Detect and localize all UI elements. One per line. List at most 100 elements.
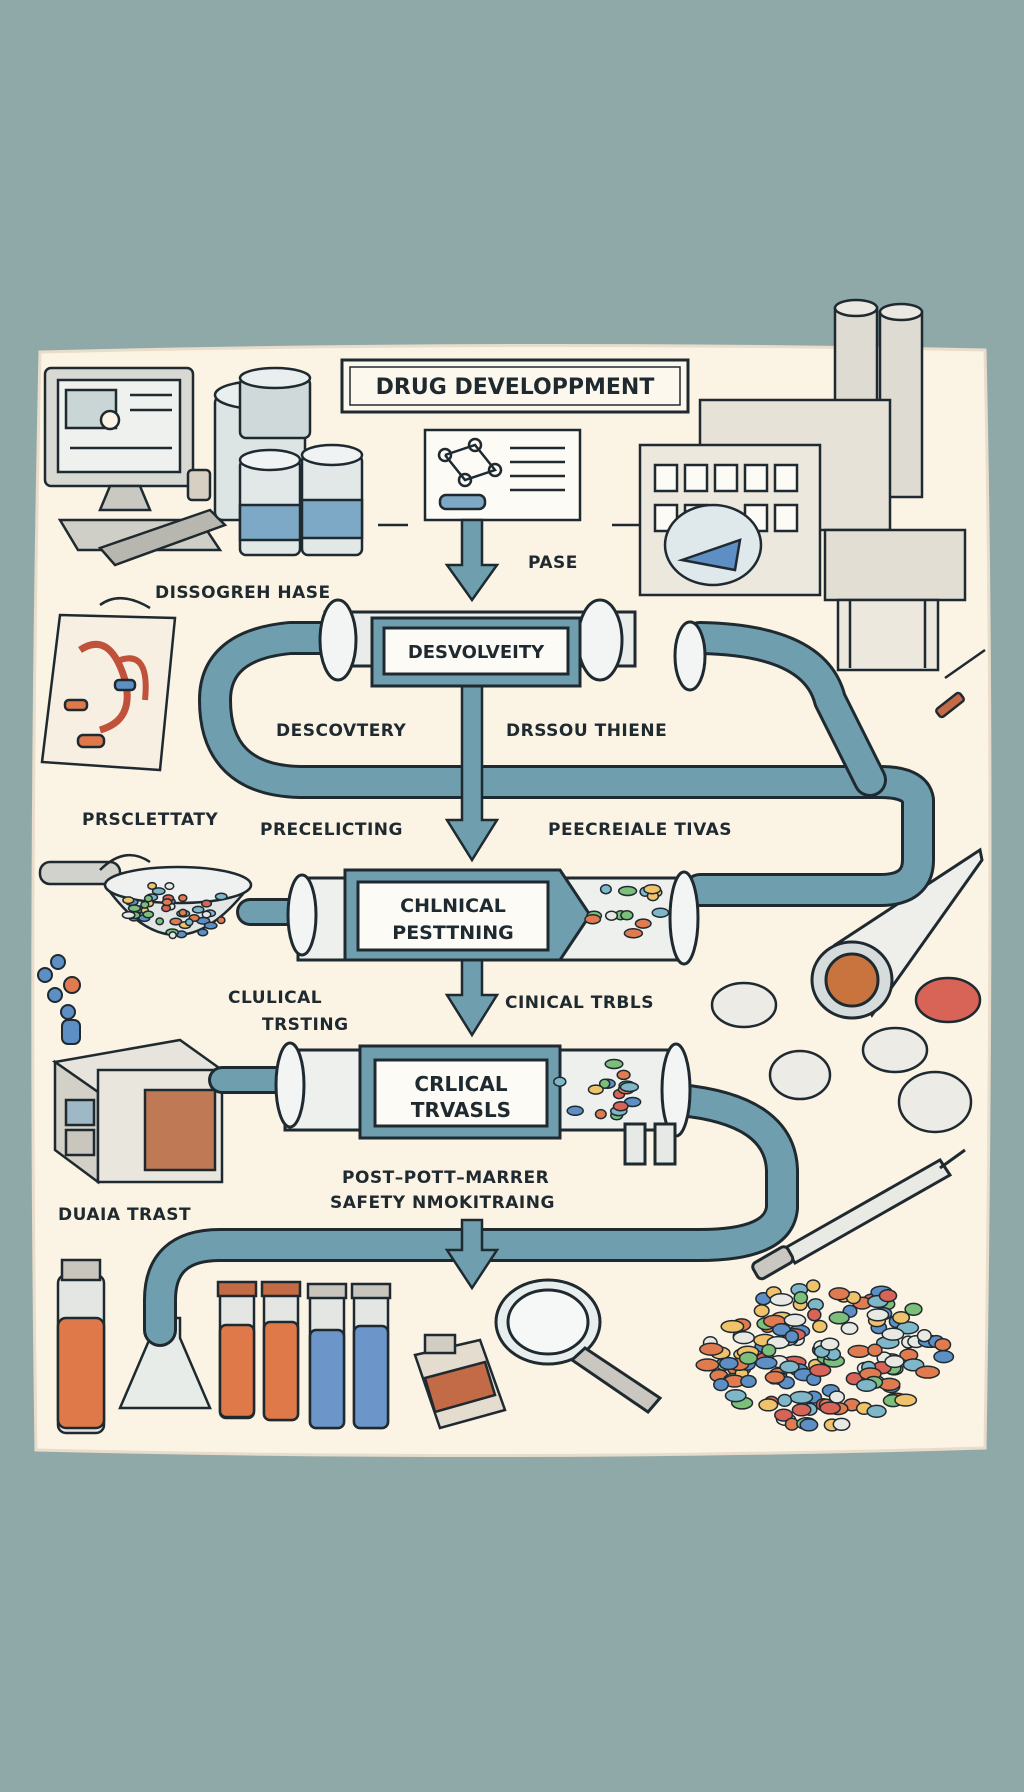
- pill: [819, 1401, 841, 1415]
- pill: [191, 905, 205, 914]
- pill: [738, 1351, 758, 1365]
- pill: [604, 1058, 624, 1070]
- pill: [200, 899, 213, 908]
- pill: [164, 882, 175, 891]
- magnifier-icon: [494, 1278, 663, 1414]
- pill: [178, 893, 188, 903]
- pill: [783, 1313, 807, 1327]
- pill: [620, 910, 634, 921]
- pill: [828, 1390, 846, 1404]
- pill: [793, 1291, 809, 1305]
- diagram-title: DRUG DEVELOPPMENT: [376, 375, 655, 400]
- pill: [178, 908, 188, 917]
- pill: [784, 1329, 800, 1344]
- pill: [807, 1308, 822, 1322]
- stage-box-2-line2: PESTTNING: [392, 922, 513, 944]
- pill: [866, 1308, 890, 1322]
- pill: [753, 1304, 770, 1318]
- pill: [553, 1076, 567, 1087]
- pill: [724, 1389, 747, 1403]
- stage-box-3-line2: TRVASLS: [411, 1098, 511, 1122]
- pill: [619, 1081, 640, 1093]
- pill: [758, 1398, 779, 1412]
- stage-box-2-line1: CHLNICAL: [400, 895, 506, 917]
- pill: [894, 1393, 918, 1407]
- pill: [789, 1390, 814, 1405]
- pill: [161, 898, 173, 907]
- pill: [147, 881, 158, 890]
- pill: [867, 1343, 883, 1357]
- pill: [169, 917, 183, 926]
- pill: [594, 1108, 607, 1120]
- pill: [566, 1105, 584, 1117]
- pill: [866, 1404, 887, 1418]
- jars-icon: [186, 366, 364, 557]
- label-trsting: TRSTING: [262, 1015, 349, 1035]
- pill: [732, 1331, 755, 1345]
- label-peecreiale-tivas: PEECREIALE TIVAS: [548, 820, 732, 840]
- pill: [933, 1350, 955, 1364]
- pill: [915, 1365, 941, 1379]
- pill: [617, 885, 638, 897]
- pill: [643, 883, 662, 895]
- pill: [121, 911, 136, 920]
- label-post-marrer: POST–POTT–MARRER: [342, 1168, 549, 1188]
- label-duaia-trast: DUAIA TRAST: [58, 1205, 191, 1225]
- pill: [122, 896, 135, 905]
- pill: [755, 1356, 778, 1370]
- pill: [856, 1378, 878, 1392]
- pill: [809, 1363, 832, 1377]
- pill: [828, 1311, 850, 1325]
- pill: [599, 883, 612, 895]
- label-cinical-trbls: CINICAL TRBLS: [505, 993, 654, 1013]
- stage-tube-2: [286, 868, 700, 966]
- needle-icon: [935, 648, 986, 719]
- pill: [878, 1289, 898, 1303]
- pill: [651, 907, 670, 918]
- label-drssou-thiene: DRSSOU THIENE: [506, 721, 667, 741]
- pill: [634, 918, 652, 929]
- vials-icon: [56, 1258, 392, 1435]
- pill: [828, 1287, 850, 1301]
- pill: [805, 1279, 821, 1293]
- pill: [713, 1377, 729, 1392]
- pill: [720, 1319, 745, 1334]
- stage-box-1-line1: DESVOLVEITY: [408, 642, 545, 663]
- pill: [201, 910, 212, 919]
- pill: [777, 1393, 793, 1408]
- pill: [934, 1338, 952, 1352]
- pill: [216, 916, 226, 925]
- tablets-icon: [710, 976, 982, 1134]
- pill: [140, 900, 150, 909]
- pill: [840, 1321, 859, 1336]
- title-box: DRUG DEVELOPPMENT: [340, 358, 690, 414]
- pill: [142, 910, 155, 919]
- pill-pile: [695, 1279, 955, 1432]
- pill: [197, 928, 209, 937]
- pill: [587, 1084, 604, 1095]
- pill: [847, 1344, 871, 1359]
- pill: [812, 1319, 828, 1334]
- bowl-pills: [121, 881, 228, 940]
- pill: [584, 913, 602, 925]
- pill: [184, 918, 194, 927]
- pill: [884, 1354, 905, 1369]
- pill: [772, 1323, 791, 1337]
- label-prsclettaty: PRSCLETTATY: [82, 810, 218, 830]
- pill: [127, 904, 142, 913]
- label-safety-monitoring: SAFETY NMOKITRAING: [330, 1193, 555, 1213]
- mixing-bowl-icon: [38, 853, 253, 937]
- pill: [718, 1356, 739, 1371]
- tube-pills: [553, 883, 670, 1121]
- pill: [203, 921, 218, 930]
- pill: [151, 887, 166, 896]
- label-pase: PASE: [528, 553, 578, 573]
- pill: [881, 1327, 905, 1341]
- syringe-icon: [751, 1148, 966, 1281]
- pill: [761, 1343, 777, 1358]
- pill: [779, 1360, 800, 1374]
- pill: [832, 1417, 851, 1431]
- factory-icon: [638, 298, 967, 672]
- pill: [612, 1100, 629, 1112]
